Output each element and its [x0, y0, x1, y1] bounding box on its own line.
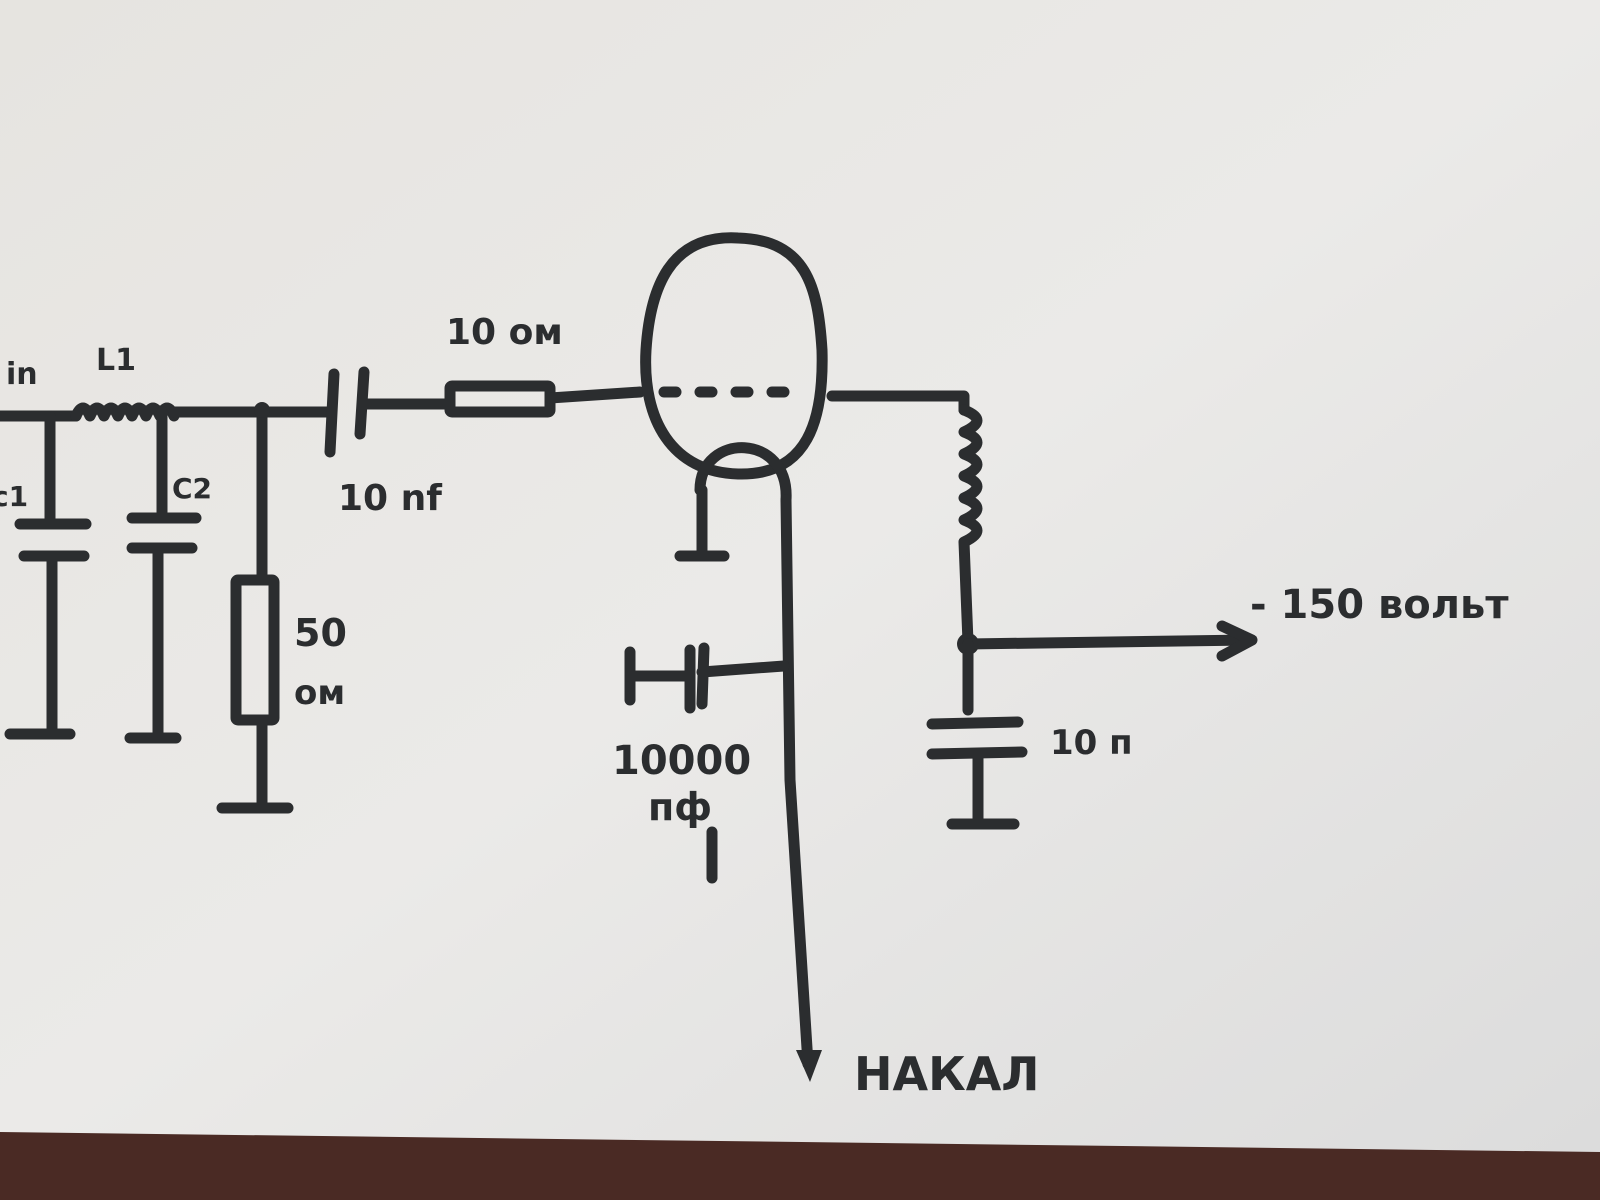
label-c-bypass-line2: пф	[648, 785, 712, 829]
label-r-load-line1: 50	[294, 611, 347, 655]
label-supply: - 150 вольт	[1250, 582, 1509, 628]
coupling-stage	[324, 366, 646, 458]
label-input: in	[6, 357, 38, 392]
label-r-grid: 10 ом	[446, 312, 563, 353]
label-c1: c1	[0, 480, 28, 513]
tube-cathode	[694, 442, 792, 506]
paper-sheet	[0, 0, 1600, 1152]
resistor-50-ohm-body	[230, 574, 280, 726]
input-network	[0, 402, 336, 814]
supply-wire	[962, 634, 1256, 650]
tube-envelope	[640, 232, 828, 480]
vacuum-tube	[640, 232, 970, 562]
choke-inductor	[958, 404, 983, 648]
junction-dot	[254, 402, 270, 418]
label-l1: L1	[96, 343, 136, 378]
supply-arrow	[1216, 620, 1258, 662]
heater-wire	[780, 494, 814, 1070]
labels: in c1 L1 C2 10 ом 10 nf 50 ом 10000 пф 1…	[0, 312, 1509, 1101]
cathode-ground	[674, 484, 730, 562]
heater-circuit	[624, 494, 822, 1082]
label-c-bypass-line1: 10000	[612, 738, 751, 784]
capacitor-10-n	[926, 638, 1028, 830]
label-c-coupling: 10 nf	[338, 478, 442, 519]
label-c-bypass-out: 10 п	[1050, 723, 1133, 763]
label-heater: НАКАЛ	[854, 1047, 1040, 1101]
heater-arrow	[796, 1050, 822, 1082]
label-r-load-line2: ом	[294, 673, 345, 713]
grid-wire	[544, 386, 646, 404]
label-c2: C2	[172, 472, 212, 505]
capacitor-coupling	[324, 366, 456, 458]
capacitor-10000-pf	[624, 642, 790, 714]
capacitor-c2	[124, 406, 202, 744]
resistor-50-ohm	[216, 404, 294, 814]
output-circuit	[926, 404, 1258, 830]
capacitor-c1	[4, 410, 92, 740]
